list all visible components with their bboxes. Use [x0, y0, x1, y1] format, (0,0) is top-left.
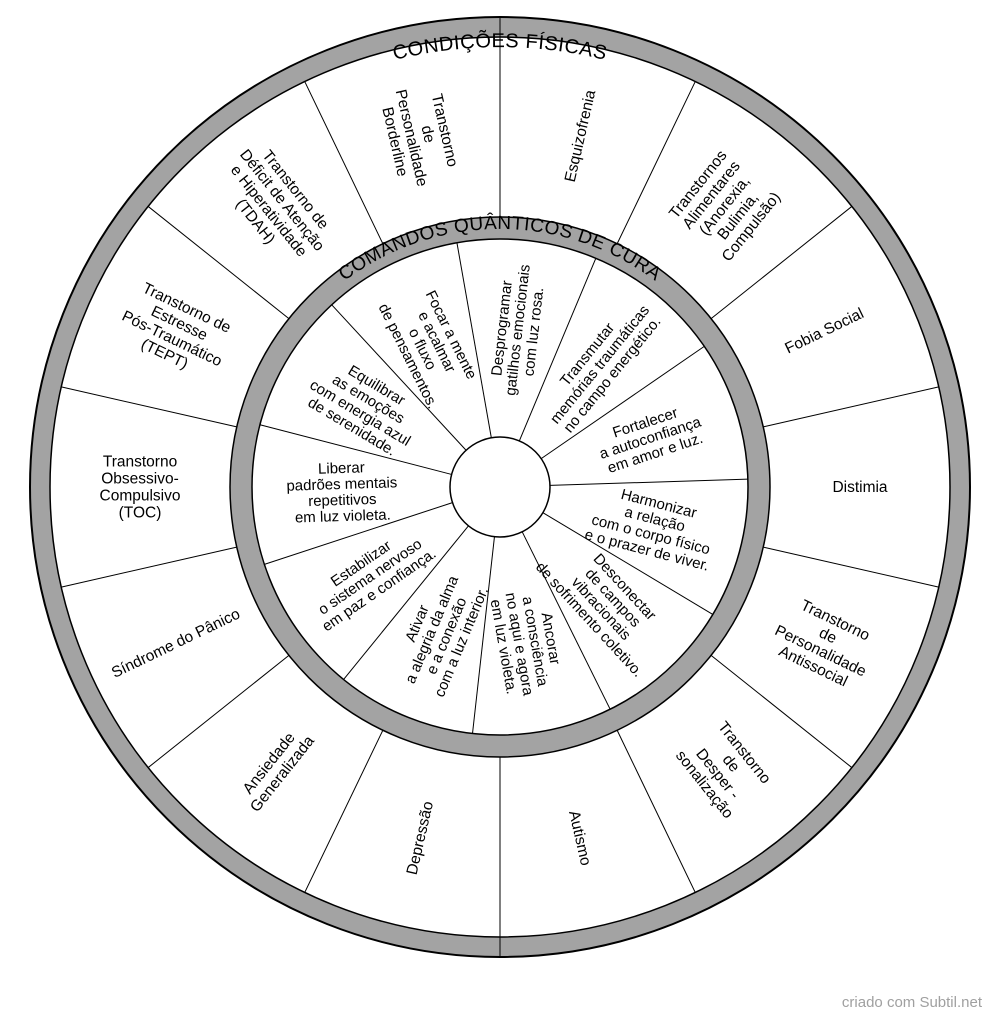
inner-divider-line: [456, 242, 492, 438]
outer-divider-line: [616, 81, 696, 244]
outer-divider-line: [710, 206, 853, 320]
center-hub: [449, 436, 551, 538]
outer-divider-line: [763, 546, 939, 588]
segment-label-line: Compulsivo: [100, 488, 181, 505]
segment-label-line: Distimia: [832, 479, 887, 496]
segment-label-line: (TOC): [119, 505, 162, 522]
segment-label-line: Transtorno: [103, 454, 177, 471]
segment-label-line: de: [816, 625, 839, 648]
outer-segment-label-3: Distimia: [832, 479, 887, 496]
outer-divider-line: [61, 386, 237, 428]
inner-divider-line: [472, 536, 495, 734]
segment-label-line: repetitivos: [308, 491, 377, 510]
outer-divider-line: [616, 730, 696, 893]
segment-label-line: padrões mentais: [286, 474, 397, 494]
segment-label-line: Obsessivo-: [101, 471, 179, 488]
outer-divider-line: [147, 654, 290, 768]
segment-label-line: de: [417, 124, 437, 145]
outer-divider-line: [61, 546, 237, 588]
outer-divider-line: [304, 730, 384, 893]
inner-divider-line: [343, 525, 469, 680]
outer-divider-line: [763, 386, 939, 428]
outer-divider-line: [147, 206, 290, 320]
inner-divider-line: [549, 478, 748, 486]
outer-divider-line: [710, 654, 853, 768]
credit-text: criado com Subtil.net: [841, 994, 982, 1011]
segment-label-line: em luz violeta.: [295, 506, 391, 526]
inner-divider-line: [542, 512, 714, 615]
outer-divider-line: [304, 81, 384, 244]
inner-divider-line: [540, 345, 705, 460]
segment-label-line: Liberar: [318, 459, 365, 477]
inner-divider-line: [331, 304, 467, 451]
inner-divider-line: [518, 258, 597, 442]
inner-divider-line: [259, 424, 452, 475]
inner-divider-line: [521, 531, 611, 710]
inner-divider-line: [264, 502, 453, 565]
inner-segment-label-8: Liberarpadrões mentaisrepetitivosem luz …: [286, 458, 399, 526]
